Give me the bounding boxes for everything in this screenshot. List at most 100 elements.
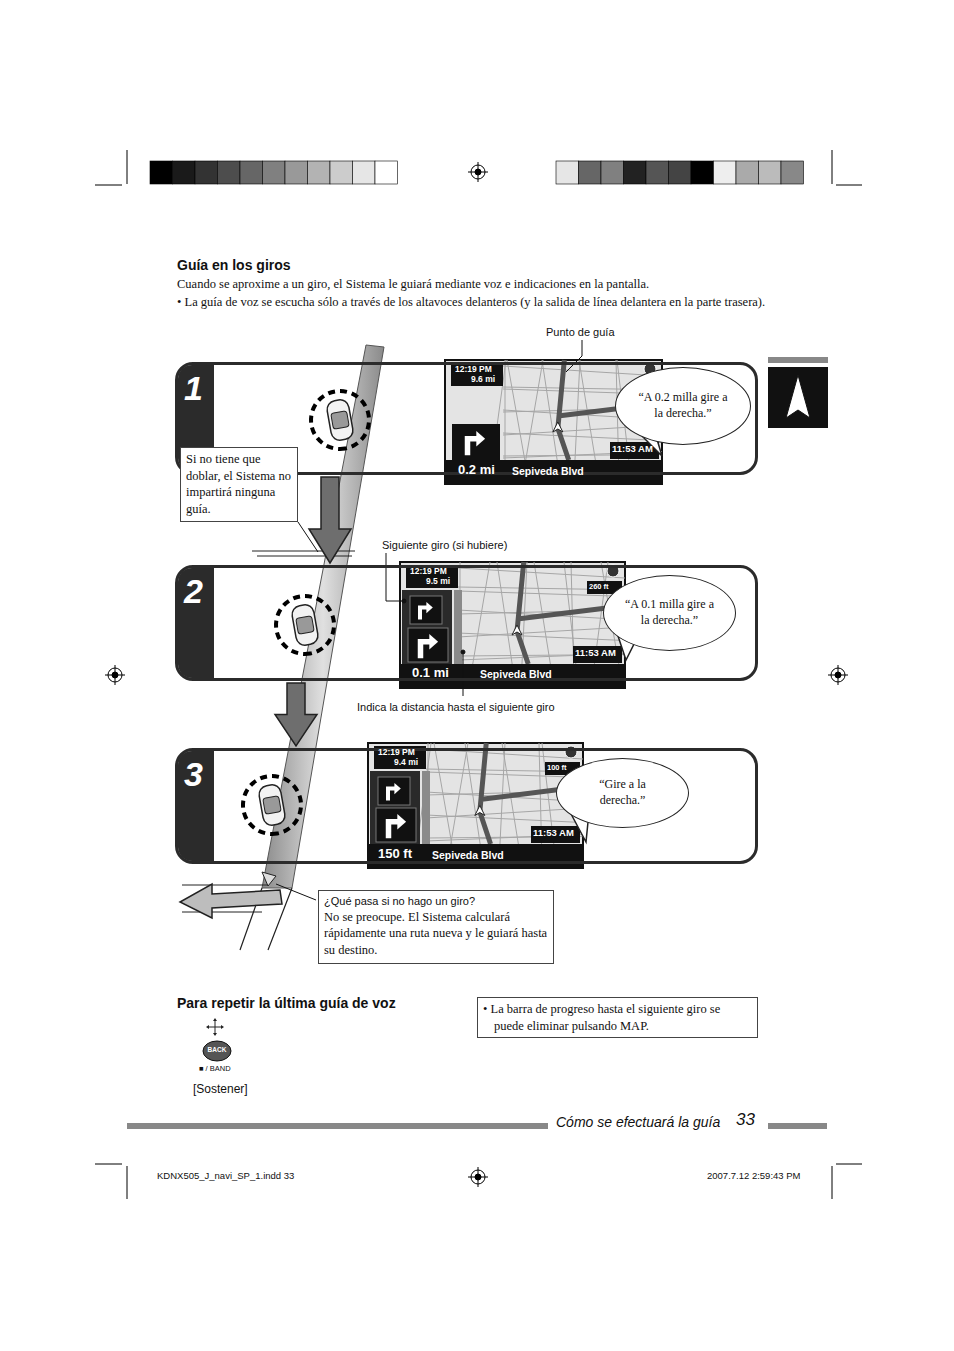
text: No se preocupe. El Sistema calculará ráp… <box>324 909 548 959</box>
screen-text: 11:53 AM <box>612 444 660 454</box>
car <box>258 783 287 826</box>
car <box>271 591 338 658</box>
text: “A 0.2 milla gire a la derecha.” <box>634 390 732 421</box>
nav-screen <box>458 562 625 664</box>
label: [Sostener] <box>193 1082 273 1098</box>
step-band: 2 “A 0.1 milla gire a la derecha.” <box>175 565 758 681</box>
registration-bars <box>781 161 804 184</box>
screen-text: 100 ft <box>547 764 579 772</box>
note-box: ¿Qué pasa si no hago un giro?No se preoc… <box>318 890 554 964</box>
nav-screen <box>429 634 438 649</box>
car <box>291 603 320 646</box>
screen-text: 12:19 PM <box>455 365 505 374</box>
registration-bars <box>263 161 286 184</box>
speech-bubble: “Gire a la derecha.” <box>556 758 689 828</box>
registration-bars <box>218 161 241 184</box>
nav-screen <box>408 628 448 662</box>
registration-bars <box>691 161 714 184</box>
nav-screen <box>512 625 522 635</box>
nav-screen <box>402 590 452 664</box>
car <box>306 386 373 453</box>
footer-bar <box>127 1123 827 1129</box>
label: 2007.7.12 2:59:43 PM <box>707 1170 837 1182</box>
screen-text: 9.4 mi <box>394 758 428 767</box>
label: • La guía de voz se escucha sólo a travé… <box>177 294 778 310</box>
nav-screen <box>400 562 625 688</box>
registration-marks <box>468 162 488 182</box>
registration-bars <box>624 161 647 184</box>
nav-screen <box>426 602 432 613</box>
screen-text: 0.2 mi <box>458 463 510 477</box>
step-number: 2 <box>184 572 203 611</box>
label: Siguiente giro (si hubiere) <box>382 538 582 552</box>
nav-screen <box>458 562 625 664</box>
leader-line <box>566 340 582 372</box>
nav-screen <box>610 442 659 459</box>
text: “Gire a la derecha.” <box>575 777 670 808</box>
speech-bubble: “A 0.2 milla gire a la derecha.” <box>615 367 751 445</box>
nav-screen <box>458 562 625 664</box>
text: Si no tiene que doblar, el Sistema no im… <box>186 451 292 517</box>
registration-bars <box>646 161 669 184</box>
screen-text: 11:53 AM <box>575 648 623 658</box>
screen-text: 11:53 AM <box>533 828 581 838</box>
label: Cómo se efectuará la guía <box>556 1113 736 1131</box>
registration-bars <box>285 161 308 184</box>
leader-line <box>402 599 406 603</box>
leader-line <box>276 340 582 900</box>
nav-screen <box>389 822 399 839</box>
registration-marks <box>468 1167 488 1187</box>
nav-screen <box>475 806 485 816</box>
registration-bars <box>195 161 218 184</box>
screen-text: Sepiveda Blvd <box>512 466 622 478</box>
step-arrow <box>309 477 351 563</box>
step-number: 3 <box>184 755 203 794</box>
nav-screen <box>370 771 420 844</box>
text: “A 0.1 milla gire a la derecha.” <box>622 597 717 628</box>
registration-bars <box>375 161 398 184</box>
speech-bubble: “A 0.1 milla gire a la derecha.” <box>603 575 736 651</box>
car <box>296 616 315 635</box>
nav-screen <box>394 783 400 794</box>
road <box>262 345 384 888</box>
nav-screen <box>422 771 430 844</box>
nav-screen <box>376 808 416 842</box>
registration-marks <box>105 665 125 685</box>
car <box>331 411 350 430</box>
registration-bars <box>579 161 602 184</box>
nav-screen <box>468 439 478 456</box>
nav-screen <box>573 646 622 663</box>
screen-text: 12:19 PM <box>410 567 460 576</box>
leader-line <box>463 652 464 696</box>
step-band: 3 “Gire a la derecha.” <box>175 748 758 864</box>
label: ■ / BAND <box>199 1064 249 1074</box>
footer-bar <box>768 1123 827 1129</box>
registration-marks <box>105 162 848 1187</box>
nav-screen <box>458 562 625 664</box>
nav-screen <box>388 789 395 801</box>
screen-text: 9.5 mi <box>426 577 460 586</box>
nav-screen <box>397 814 406 829</box>
road <box>180 884 282 918</box>
back-button <box>208 1020 222 1034</box>
nav-screen <box>400 664 625 688</box>
step-arrow <box>275 683 317 746</box>
registration-bars <box>330 161 353 184</box>
section-heading: Guía en los giros <box>177 256 291 274</box>
label: 33 <box>736 1109 760 1131</box>
nav-screen <box>368 844 583 868</box>
text: ¿Qué pasa si no hago un giro? <box>324 894 548 909</box>
car <box>271 591 338 658</box>
registration-marks <box>828 665 848 685</box>
step-arrow <box>275 683 317 746</box>
nav-screen <box>400 562 625 688</box>
label: Punto de guía <box>546 325 666 339</box>
screen-text: Sepiveda Blvd <box>432 850 542 862</box>
subheading: Para repetir la última guía de voz <box>177 994 477 1012</box>
screen-text: 150 ft <box>378 847 430 861</box>
nav-screen <box>458 562 625 664</box>
registration-bars <box>240 161 263 184</box>
registration-bars <box>173 161 196 184</box>
